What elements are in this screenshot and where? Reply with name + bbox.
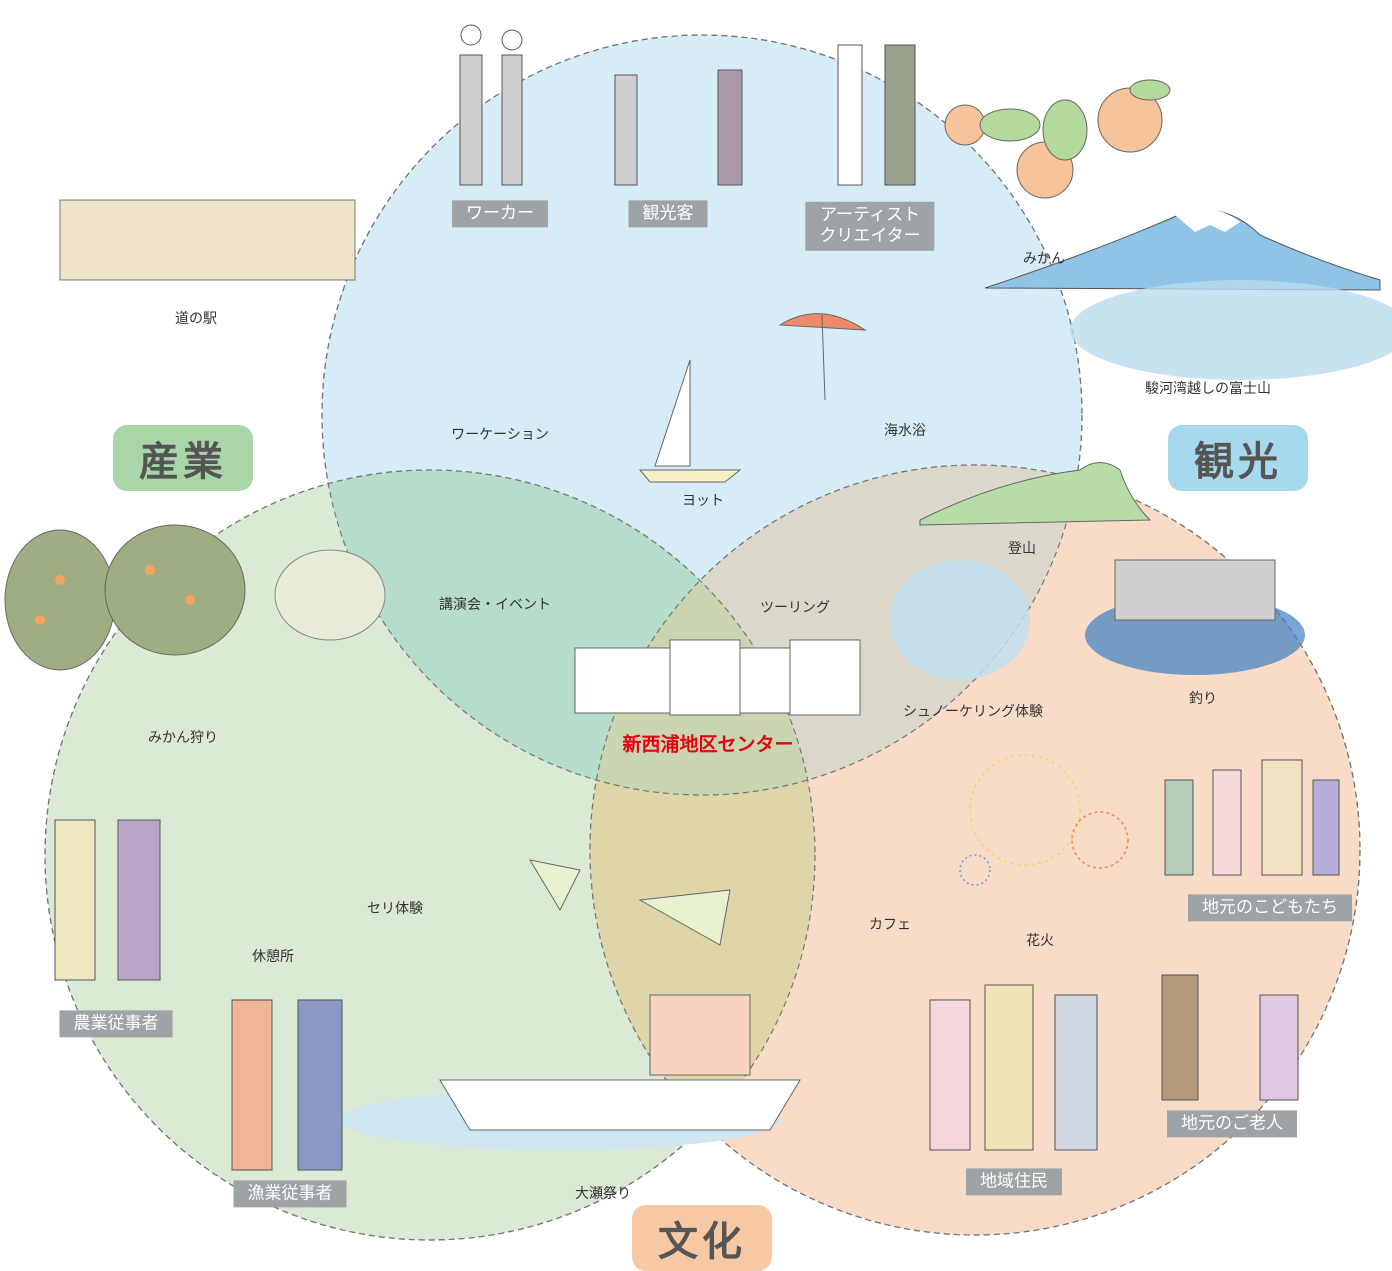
label-auction: セリ体験	[367, 901, 423, 917]
label-fuji: 駿河湾越しの富士山	[1145, 381, 1271, 397]
tag-residents: 地域住民	[966, 1168, 1062, 1196]
sector-label-industry: 産業	[113, 425, 253, 491]
tag-local-kids: 地元のこどもたち	[1188, 894, 1352, 922]
label-swimming: 海水浴	[884, 423, 926, 439]
mikan-illustration	[944, 79, 1171, 199]
yacht-illustration	[638, 359, 742, 483]
center-building-illustration	[574, 639, 861, 716]
label-touring: ツーリング	[760, 600, 830, 616]
label-hiking: 登山	[1008, 541, 1036, 557]
label-michi-no-eki: 道の駅	[175, 311, 217, 327]
sector-label-culture: 文化	[632, 1205, 772, 1271]
tag-worker: ワーカー	[452, 200, 548, 228]
label-mikan-picking: みかん狩り	[148, 730, 218, 746]
tag-artist: アーティスト クリエイター	[805, 201, 935, 251]
label-fishing: 釣り	[1189, 691, 1217, 707]
tag-artist-line1: アーティスト	[820, 204, 920, 225]
mount-fuji-illustration	[984, 207, 1392, 380]
fireworks-illustration	[959, 754, 1129, 886]
tag-fisher: 漁業従事者	[233, 1180, 347, 1208]
festival-boat-illustration	[340, 859, 801, 1150]
sector-label-tourism: 観光	[1168, 425, 1308, 491]
beach-umbrella-illustration	[778, 313, 867, 401]
people-figures	[54, 24, 1340, 1171]
label-yacht: ヨット	[682, 493, 724, 509]
michi-no-eki-illustration	[59, 199, 356, 281]
mikan-trees-illustration	[4, 524, 386, 671]
label-snorkeling: シュノーケリング体験	[903, 704, 1043, 720]
fishing-illustration	[1085, 559, 1305, 675]
label-lecture: 講演会・イベント	[439, 597, 551, 613]
tag-artist-line2: クリエイター	[819, 226, 921, 246]
label-cafe: カフェ	[869, 917, 911, 933]
label-workation: ワーケーション	[451, 427, 549, 443]
label-mikan: みかん	[1023, 251, 1065, 267]
tag-local-elderly: 地元のご老人	[1167, 1110, 1297, 1138]
label-rest-area: 休憩所	[252, 949, 294, 965]
center-title: 新西浦地区センター	[622, 733, 794, 756]
hill-illustration	[919, 462, 1152, 526]
tag-farmer: 農業従事者	[59, 1010, 173, 1038]
tag-tourist: 観光客	[628, 200, 708, 228]
snorkeling-illustration	[890, 560, 1030, 680]
label-fireworks: 花火	[1026, 933, 1054, 949]
label-festival: 大瀬祭り	[575, 1186, 631, 1202]
